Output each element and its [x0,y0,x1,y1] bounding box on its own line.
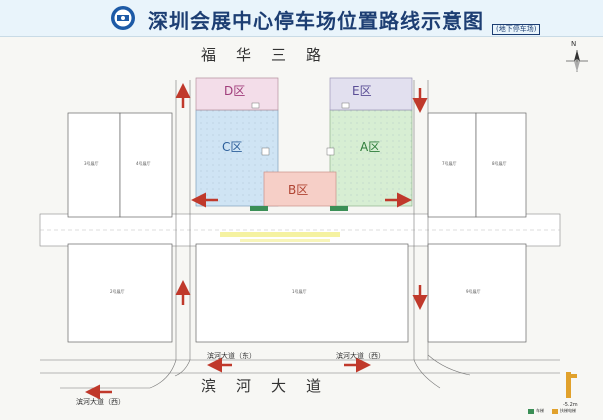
site-map [0,37,603,420]
page-subtitle: (地下停车场) [492,24,541,35]
hall-1 [195,243,409,343]
legend-label: 扶梯电梯 [560,408,576,413]
zone-e-area [329,77,413,111]
depth-label: -5.2m [563,402,578,408]
hall-7 [427,112,477,218]
zone-b-area [263,171,337,207]
road-binhe-west-mid-label: 滨河大道（西） [336,352,385,360]
hall-1-label: 1号展厅 [292,289,307,294]
zone-b-label: B区 [288,183,309,197]
hall-9-label: 9号展厅 [466,289,481,294]
legend-item-escalator: 扶梯电梯 [560,408,576,414]
street-south-label: 滨河大道 [201,377,342,395]
hall-7-label: 7号展厅 [442,161,457,166]
hall-8 [475,112,527,218]
header-bar: 深圳会展中心停车场位置路线示意图 (地下停车场) [0,0,603,37]
zone-e-label: E区 [352,84,372,98]
legend-item-car-lift: 车梯 [536,408,544,414]
hall-9 [427,243,527,343]
road-binhe-west-bottom-label: 滨河大道（西） [76,398,125,406]
page-title: 深圳会展中心停车场位置路线示意图 [148,9,484,33]
hall-4 [119,112,173,218]
compass-north-label: N [571,40,577,48]
logo-emblem-icon [111,6,135,30]
zone-a-label: A区 [360,140,381,154]
hall-4-label: 4号展厅 [136,161,151,166]
hall-3 [67,112,121,218]
hall-8-label: 8号展厅 [492,161,507,166]
road-binhe-east-label: 滨河大道（东） [207,352,256,360]
hall-3-label: 3号展厅 [84,161,99,166]
legend-label: 车梯 [536,408,544,413]
compass-rose-icon [566,50,588,72]
zone-c-label: C区 [222,140,243,154]
zone-d-area [195,77,279,111]
hall-2-label: 2号展厅 [110,289,125,294]
street-north-label: 福华三路 [201,46,342,64]
hall-2 [67,243,173,343]
zone-d-label: D区 [224,84,246,98]
